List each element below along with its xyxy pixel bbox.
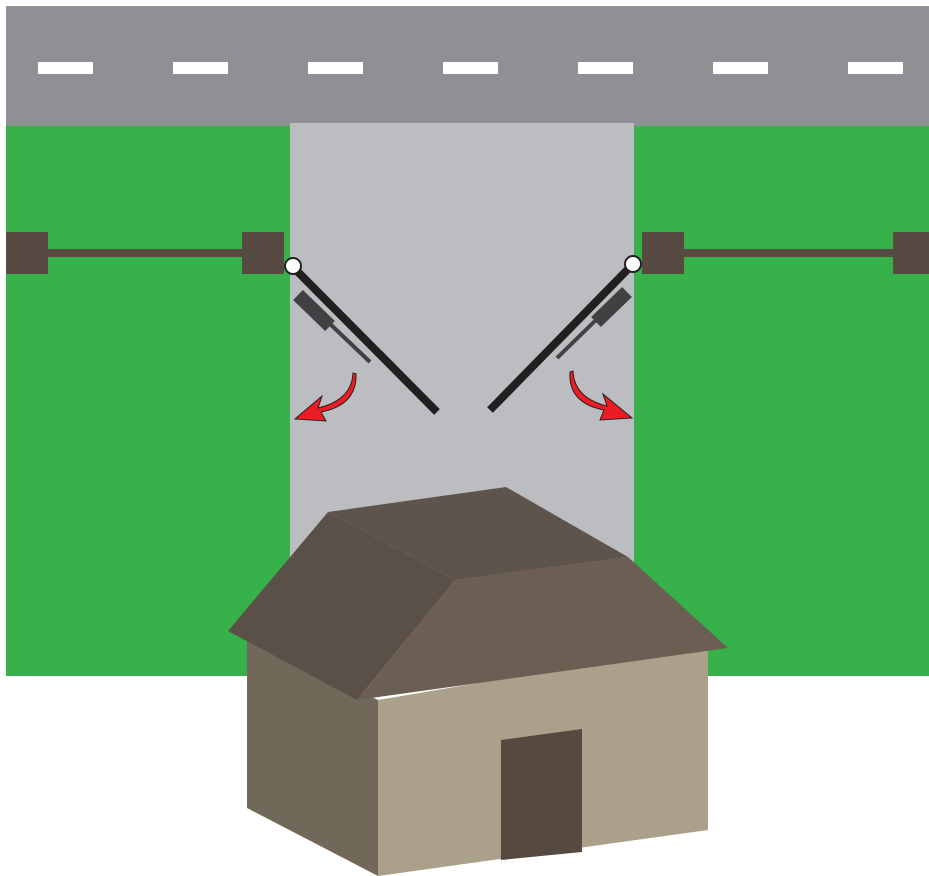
swing-arrow-left-icon bbox=[293, 372, 357, 422]
gate-opener-right bbox=[591, 286, 632, 328]
lane-markings bbox=[38, 62, 903, 74]
gate-bar bbox=[289, 263, 440, 415]
lane-dash bbox=[848, 62, 903, 74]
lawn-left bbox=[6, 126, 290, 676]
fence-left bbox=[6, 232, 284, 274]
gate-leaf-left bbox=[284, 257, 440, 415]
lawn-right bbox=[634, 126, 929, 676]
gate-post bbox=[642, 232, 684, 274]
gate-leaf-right bbox=[487, 255, 642, 413]
roof-left bbox=[228, 512, 455, 700]
fence-post bbox=[6, 232, 48, 274]
gate-bar bbox=[487, 261, 636, 413]
lane-dash bbox=[578, 62, 633, 74]
fence-rail bbox=[45, 249, 245, 257]
gate-post bbox=[242, 232, 284, 274]
gate-opener-left bbox=[293, 289, 335, 332]
roof-right bbox=[357, 557, 728, 700]
fence-post bbox=[893, 232, 929, 274]
lane-dash bbox=[443, 62, 498, 74]
hinge-icon bbox=[624, 255, 642, 273]
hinge-icon bbox=[284, 257, 302, 275]
opener-arm bbox=[326, 320, 372, 364]
lane-dash bbox=[308, 62, 363, 74]
opener-arm bbox=[555, 316, 600, 360]
swing-arrow-right-icon bbox=[569, 370, 634, 421]
roof-ridge bbox=[328, 487, 628, 580]
lane-dash bbox=[173, 62, 228, 74]
fence-right bbox=[642, 232, 929, 274]
lane-dash bbox=[713, 62, 768, 74]
fence-rail bbox=[680, 249, 895, 257]
lane-dash bbox=[38, 62, 93, 74]
house-door bbox=[501, 729, 582, 860]
house-wall-side bbox=[247, 640, 378, 876]
house-icon bbox=[228, 487, 728, 876]
